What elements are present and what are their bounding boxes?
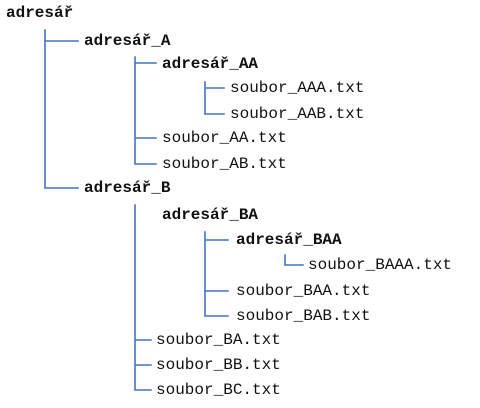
folder-aa: adresář_AA	[162, 55, 259, 73]
file-aaa: soubor_AAA.txt	[230, 79, 365, 97]
file-baa: soubor_BAA.txt	[236, 282, 371, 300]
file-bc: soubor_BC.txt	[156, 381, 281, 399]
connector-folder-aa-children	[204, 81, 225, 115]
file-bab: soubor_BAB.txt	[236, 307, 371, 325]
folder-root: adresář	[6, 4, 74, 22]
folder-b: adresář_B	[84, 179, 171, 197]
folder-ba: adresář_BA	[162, 206, 259, 224]
folder-a: adresář_A	[84, 32, 171, 50]
folder-baa: adresář_BAA	[236, 231, 342, 249]
file-aa: soubor_AA.txt	[162, 129, 287, 147]
file-baaa: soubor_BAAA.txt	[308, 256, 453, 274]
connector-folder-ba-children	[204, 231, 229, 317]
connector-folder-b-children	[134, 204, 152, 391]
connector-root-children	[44, 29, 79, 189]
connector-folder-baa-children	[284, 254, 304, 266]
file-bb: soubor_BB.txt	[156, 356, 281, 374]
file-aab: soubor_AAB.txt	[230, 105, 365, 123]
connector-folder-a-children	[134, 56, 157, 165]
file-ba: soubor_BA.txt	[156, 331, 281, 349]
file-ab: soubor_AB.txt	[162, 155, 287, 173]
